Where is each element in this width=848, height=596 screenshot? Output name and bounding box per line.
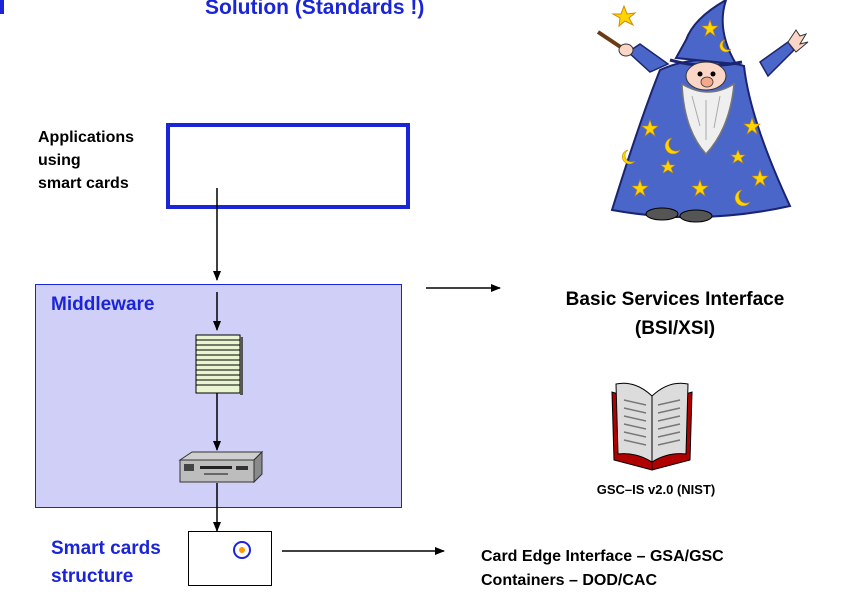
document-stack-icon [195, 334, 243, 395]
corner-mark [0, 0, 4, 14]
bsi-label: Basic Services Interface (BSI/XSI) [510, 285, 840, 343]
wizard-illustration [596, 0, 809, 223]
middleware-label: Middleware [51, 294, 155, 315]
card-edge-label: Card Edge Interface – GSA/GSC Containers… [481, 545, 724, 593]
gsc-label: GSC–IS v2.0 (NIST) [596, 482, 716, 497]
chip-dot [239, 547, 245, 553]
page-title: Solution (Standards !) [205, 0, 425, 19]
applications-box [166, 123, 410, 209]
applications-label-line: using [38, 152, 81, 169]
smart-cards-label-line: Smart cards [51, 538, 161, 559]
smart-card [188, 531, 272, 586]
bsi-label-line2: (BSI/XSI) [634, 318, 716, 339]
open-book-icon [611, 382, 693, 471]
card-edge-line2: Containers – DOD/CAC [481, 572, 658, 589]
card-edge-line1: Card Edge Interface – GSA/GSC [481, 548, 724, 565]
applications-label-line: smart cards [38, 175, 129, 192]
smart-cards-label: Smart cards structure [51, 535, 161, 591]
applications-label-line: Applications [38, 129, 135, 146]
card-reader-icon [178, 450, 264, 484]
bsi-label-line1: Basic Services Interface [565, 289, 785, 310]
applications-label: Applications using smart cards [38, 126, 178, 195]
smart-cards-label-line: structure [51, 566, 134, 587]
